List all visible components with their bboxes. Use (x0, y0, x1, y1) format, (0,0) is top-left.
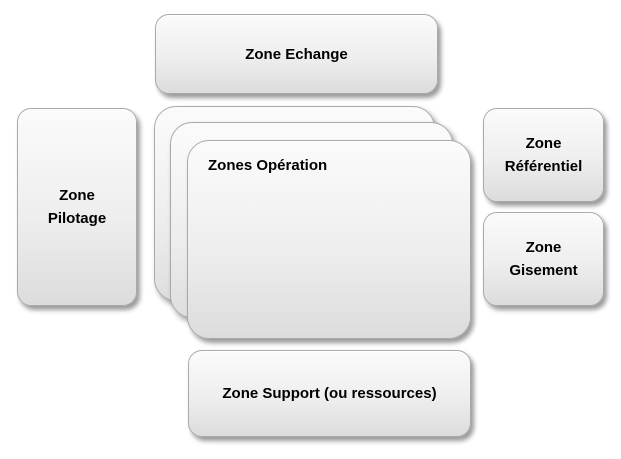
zone-referentiel-box: Zone Référentiel (483, 108, 604, 202)
zones-operation-label: Zones Opération (208, 157, 328, 174)
zone-pilotage-label: Zone Pilotage (47, 187, 107, 227)
zone-echange-label: Zone Echange (245, 45, 348, 63)
zones-operation-box: Zones Opération (187, 140, 471, 339)
zone-support-label: Zone Support (ou ressources) (222, 385, 437, 402)
zone-gisement-box: Zone Gisement (483, 212, 604, 306)
zone-gisement-label: Zone Gisement (509, 239, 578, 279)
zone-pilotage-box: Zone Pilotage (17, 108, 137, 306)
zone-support-box: Zone Support (ou ressources) (188, 350, 471, 437)
zone-echange-box: Zone Echange (155, 14, 438, 94)
zone-referentiel-label: Zone Référentiel (504, 135, 583, 175)
